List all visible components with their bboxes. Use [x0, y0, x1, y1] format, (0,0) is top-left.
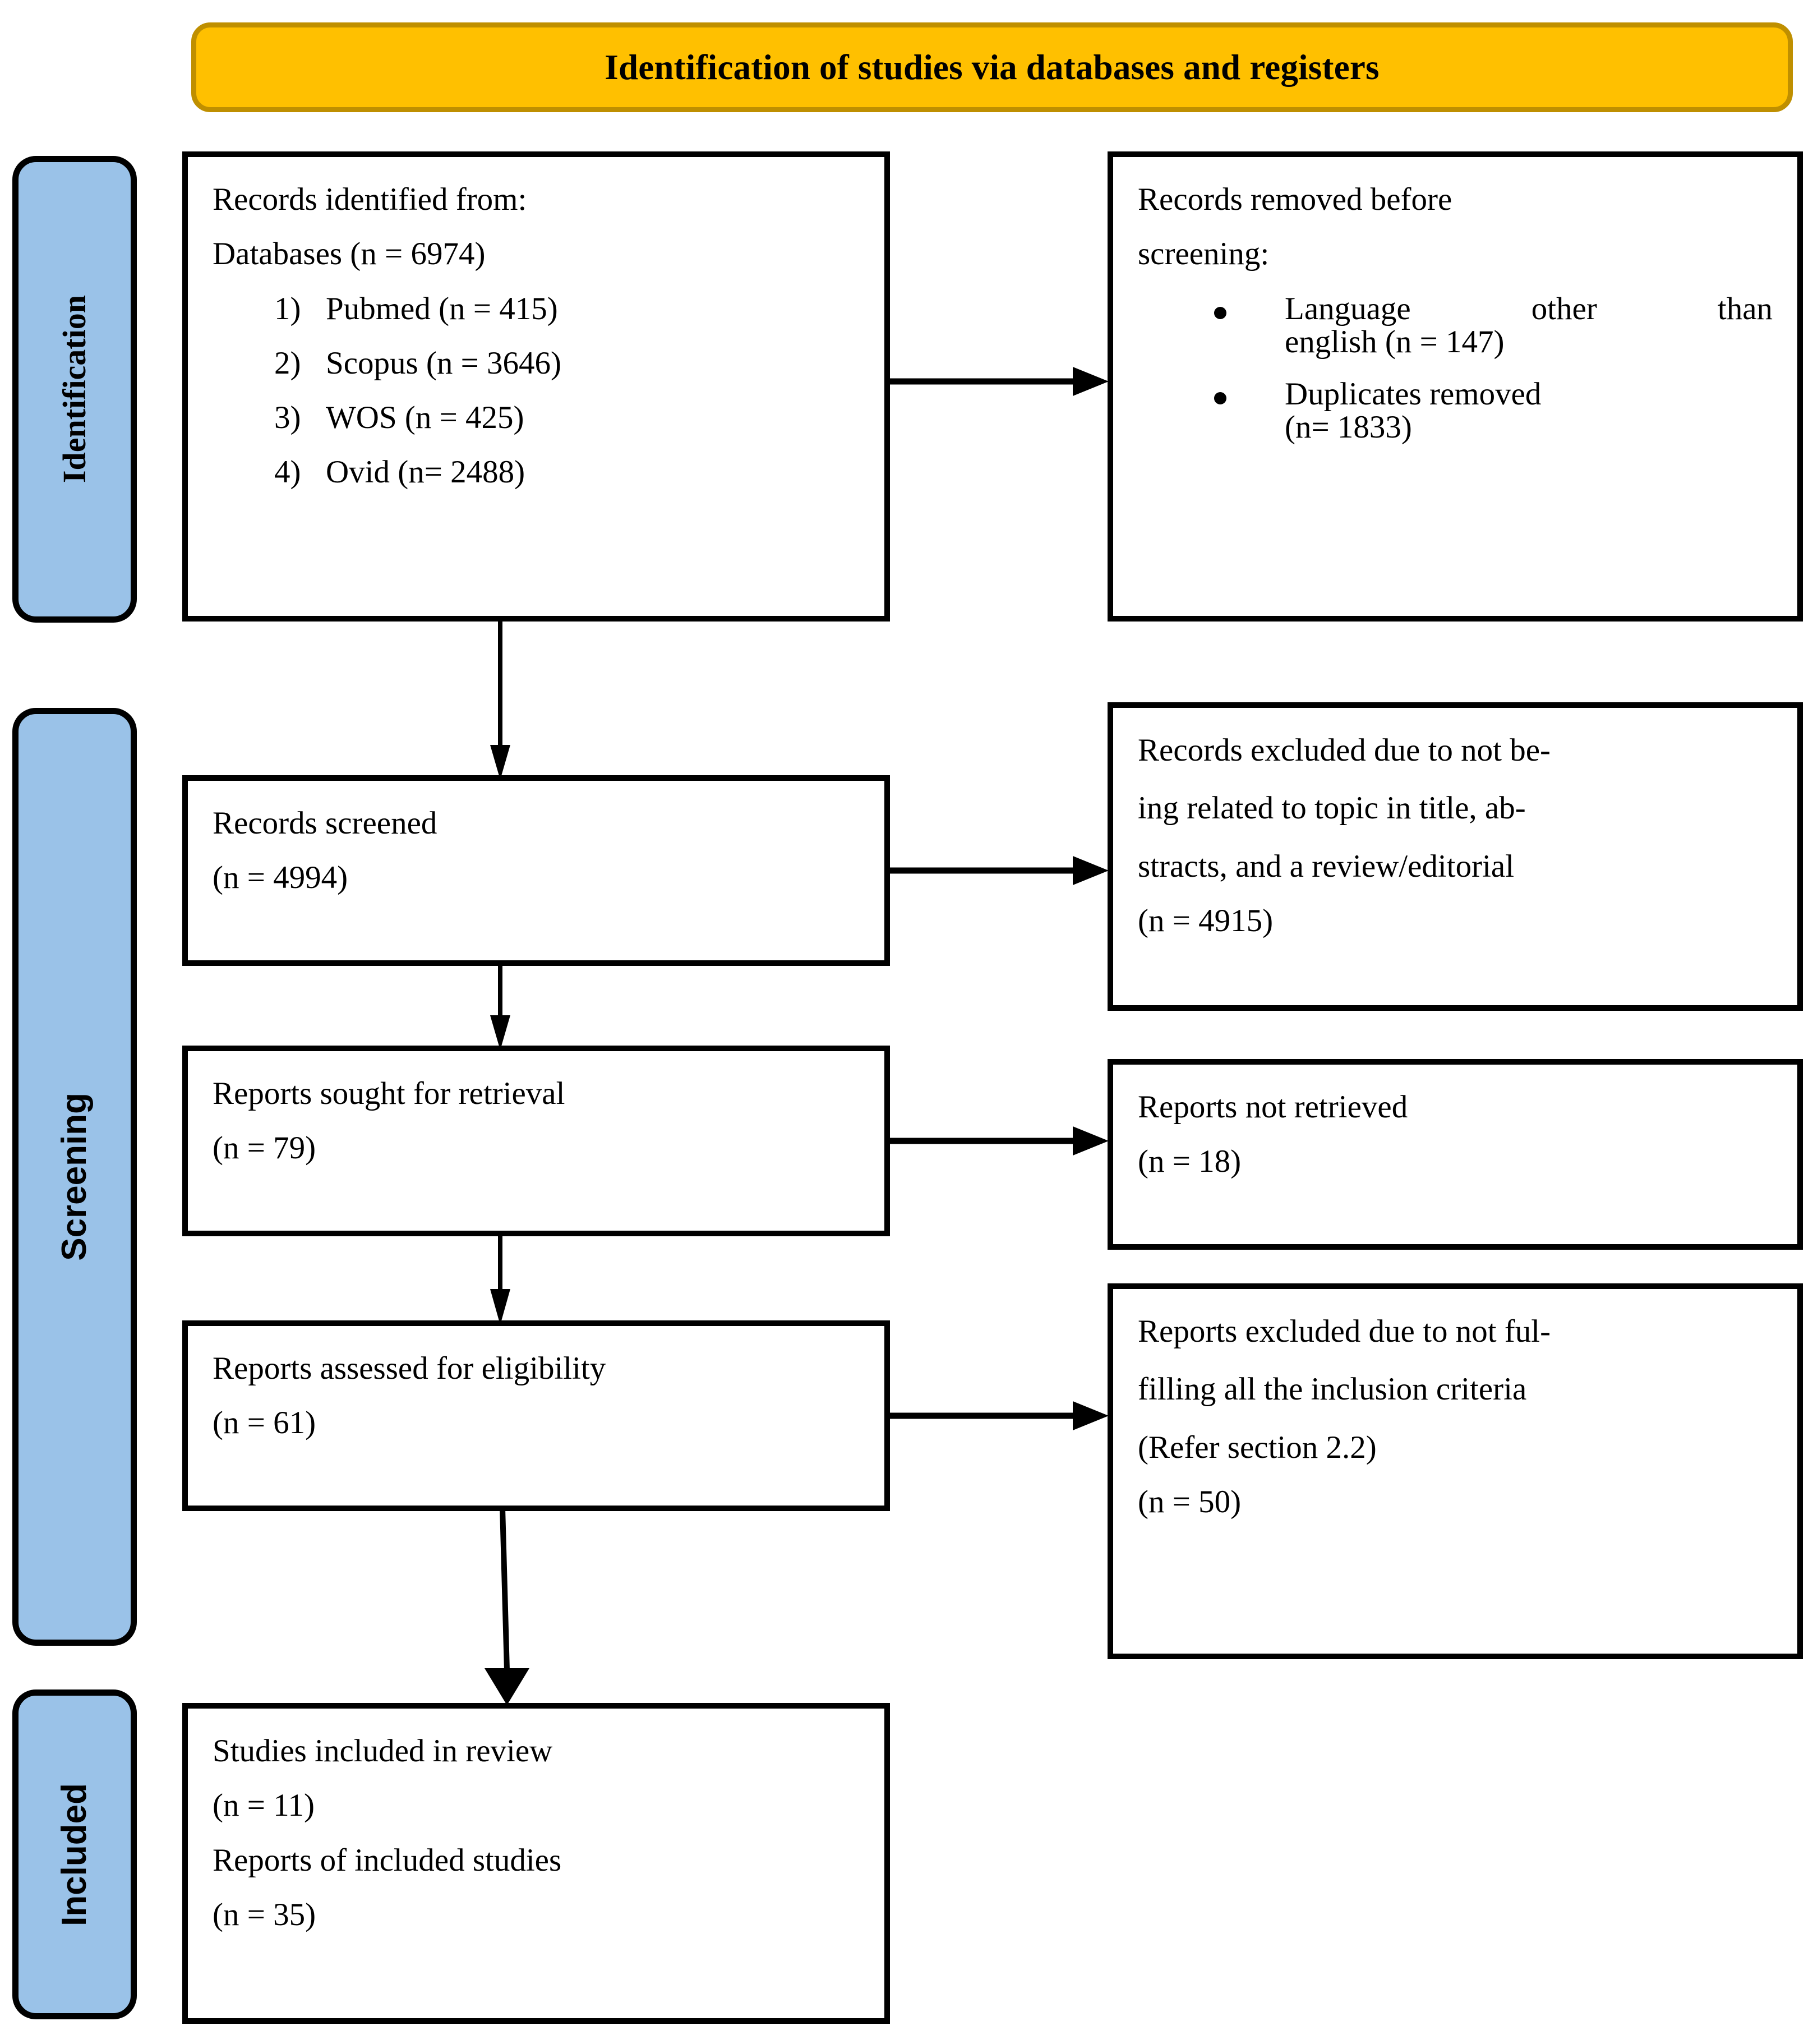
arrow-assessed-to-included	[471, 1508, 544, 1705]
box-records-screened: Records screened (n = 4994)	[182, 775, 890, 966]
stage-label-screening-text: Screening	[55, 1093, 94, 1261]
arrow-identified-to-screened	[480, 617, 520, 780]
reports-included-label: Reports of included studies	[213, 1842, 562, 1878]
records-excluded-line2: ing related to topic in title, ab-	[1138, 790, 1526, 826]
box-records-excluded-screening: Records excluded due to not be- ing rela…	[1108, 702, 1803, 1011]
list-item-label-line2: english (n = 147)	[1285, 324, 1505, 360]
arrow-assessed-to-excluded	[890, 1398, 1109, 1434]
list-item-number: 2)	[274, 345, 301, 381]
list-item: 2) Scopus (n = 3646)	[213, 347, 860, 380]
records-screened-count: (n = 4994)	[213, 860, 348, 896]
box-reports-assessed: Reports assessed for eligibility (n = 61…	[182, 1320, 890, 1511]
reports-excluded-line1: Reports excluded due to not ful-	[1138, 1314, 1551, 1349]
box-reports-not-retrieved: Reports not retrieved (n = 18)	[1108, 1059, 1803, 1250]
list-item-label-line1: Language other than	[1285, 291, 1773, 326]
records-excluded-line3: stracts, and a review/editorial	[1138, 848, 1515, 884]
records-screened-label: Records screened	[213, 805, 437, 841]
arrow-sought-to-assessed	[480, 1232, 520, 1325]
reports-sought-label: Reports sought for retrieval	[213, 1076, 565, 1111]
list-item-label: Scopus (n = 3646)	[326, 345, 562, 381]
reports-excluded-count: (n = 50)	[1138, 1484, 1242, 1520]
list-item: 4) Ovid (n= 2488)	[213, 455, 860, 489]
list-item-number: 4)	[274, 454, 301, 490]
stage-label-identification-text: Identification	[56, 295, 93, 484]
page-title: Identification of studies via databases …	[605, 47, 1380, 87]
stage-label-included: Included	[12, 1689, 137, 2019]
reports-excluded-line2: filling all the inclusion criteria	[1138, 1371, 1527, 1407]
box-records-removed: Records removed before screening: Langua…	[1108, 151, 1803, 622]
records-identified-line2: Databases (n = 6974)	[213, 236, 486, 272]
list-item: Duplicates removed (n= 1833)	[1138, 378, 1773, 444]
reports-sought-count: (n = 79)	[213, 1130, 316, 1166]
records-excluded-count: (n = 4915)	[1138, 903, 1274, 938]
records-excluded-line1: Records excluded due to not be-	[1138, 733, 1551, 768]
box-records-identified: Records identified from: Databases (n = …	[182, 151, 890, 622]
reports-assessed-label: Reports assessed for eligibility	[213, 1351, 606, 1386]
reports-included-count: (n = 35)	[213, 1896, 316, 1932]
reports-excluded-line3: (Refer section 2.2)	[1138, 1429, 1377, 1465]
bullet-icon	[1214, 392, 1226, 405]
list-item-label: Pubmed (n = 415)	[326, 291, 558, 326]
records-removed-line1: Records removed before	[1138, 182, 1452, 217]
diagram-header-banner: Identification of studies via databases …	[191, 22, 1793, 112]
removal-reason-list: Language other than english (n = 147) Du…	[1138, 292, 1773, 444]
arrow-screened-to-excluded	[890, 853, 1109, 889]
reports-not-retrieved-label: Reports not retrieved	[1138, 1089, 1408, 1125]
box-reports-sought: Reports sought for retrieval (n = 79)	[182, 1046, 890, 1236]
stage-label-screening: Screening	[12, 708, 137, 1646]
database-source-list: 1) Pubmed (n = 415) 2) Scopus (n = 3646)…	[213, 292, 860, 489]
list-item-label-line2: (n= 1833)	[1285, 409, 1412, 445]
arrow-identified-to-removed	[890, 363, 1109, 399]
records-removed-line2: screening:	[1138, 236, 1270, 272]
list-item-label: Ovid (n= 2488)	[326, 454, 525, 490]
list-item-number: 1)	[274, 291, 301, 326]
box-reports-excluded-eligibility: Reports excluded due to not ful- filling…	[1108, 1283, 1803, 1659]
bullet-icon	[1214, 306, 1226, 319]
list-item: 1) Pubmed (n = 415)	[213, 292, 860, 325]
reports-assessed-count: (n = 61)	[213, 1405, 316, 1441]
arrow-screened-to-sought	[480, 961, 520, 1050]
box-studies-included: Studies included in review (n = 11) Repo…	[182, 1703, 890, 2024]
arrow-sought-to-not-retrieved	[890, 1123, 1109, 1159]
list-item-label: WOS (n = 425)	[326, 400, 524, 436]
list-item: Language other than english (n = 147)	[1138, 291, 1773, 360]
studies-included-label: Studies included in review	[213, 1733, 553, 1769]
records-identified-line1: Records identified from:	[213, 182, 527, 217]
list-item: 3) WOS (n = 425)	[213, 400, 860, 436]
list-item-label-line1: Duplicates removed	[1285, 376, 1542, 412]
stage-label-identification: Identification	[12, 156, 137, 623]
stage-label-included-text: Included	[55, 1783, 94, 1926]
studies-included-count: (n = 11)	[213, 1788, 315, 1824]
reports-not-retrieved-count: (n = 18)	[1138, 1144, 1242, 1180]
list-item-number: 3)	[274, 400, 301, 436]
